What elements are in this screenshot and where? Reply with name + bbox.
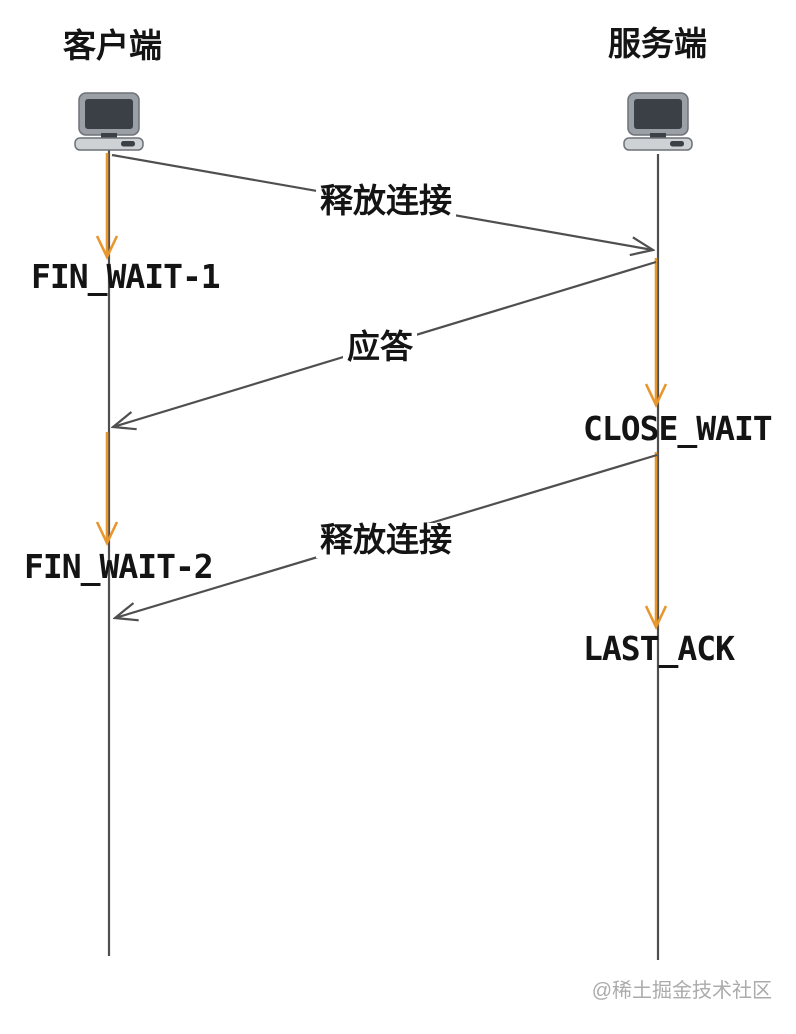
state-label-fin-wait-2: FIN_WAIT-2 (24, 547, 214, 586)
watermark-text: @稀土掘金技术社区 (591, 980, 772, 1002)
state-label-close-wait: CLOSE_WAIT (583, 409, 773, 448)
computer-icon (623, 92, 693, 151)
computer-icon (74, 92, 144, 151)
state-label-last-ack: LAST_ACK (583, 629, 735, 668)
actor-title-client: 客户端 (63, 27, 162, 64)
message-label-ack: 应答 (343, 329, 417, 365)
state-label-fin-wait-1: FIN_WAIT-1 (31, 257, 221, 296)
message-label-release-2: 释放连接 (316, 522, 456, 558)
message-label-release-1: 释放连接 (316, 183, 456, 219)
actor-title-server: 服务端 (608, 25, 707, 62)
